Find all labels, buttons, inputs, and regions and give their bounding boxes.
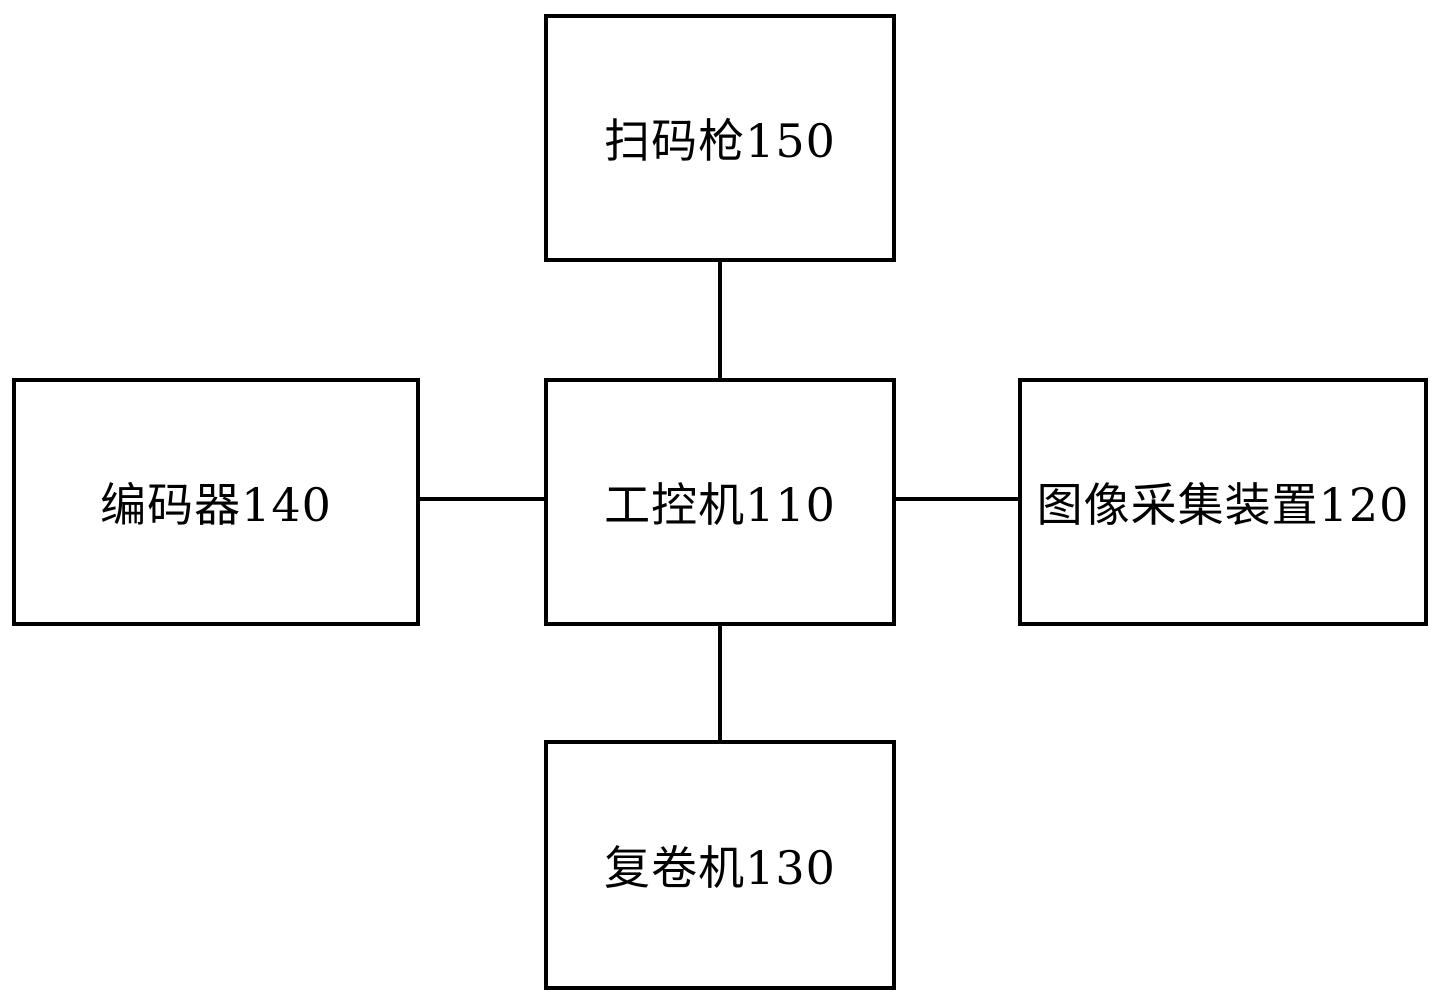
node-image-capture-device-120-label: 图像采集装置120 <box>1036 478 1410 532</box>
connector-ipc-to-image-capture <box>894 497 1020 501</box>
connector-scanner-to-ipc <box>718 260 722 380</box>
connector-encoder-to-ipc <box>418 497 546 501</box>
connector-ipc-to-rewinder <box>718 624 722 742</box>
node-encoder-140: 编码器140 <box>12 378 420 626</box>
node-scanner-gun-150-label: 扫码枪150 <box>604 114 836 168</box>
node-encoder-140-label: 编码器140 <box>100 478 332 532</box>
node-image-capture-device-120: 图像采集装置120 <box>1018 378 1428 626</box>
node-rewinder-130-label: 复卷机130 <box>604 841 836 895</box>
node-rewinder-130: 复卷机130 <box>544 740 896 990</box>
node-industrial-pc-110: 工控机110 <box>544 378 896 626</box>
node-industrial-pc-110-label: 工控机110 <box>604 478 836 532</box>
node-scanner-gun-150: 扫码枪150 <box>544 14 896 262</box>
